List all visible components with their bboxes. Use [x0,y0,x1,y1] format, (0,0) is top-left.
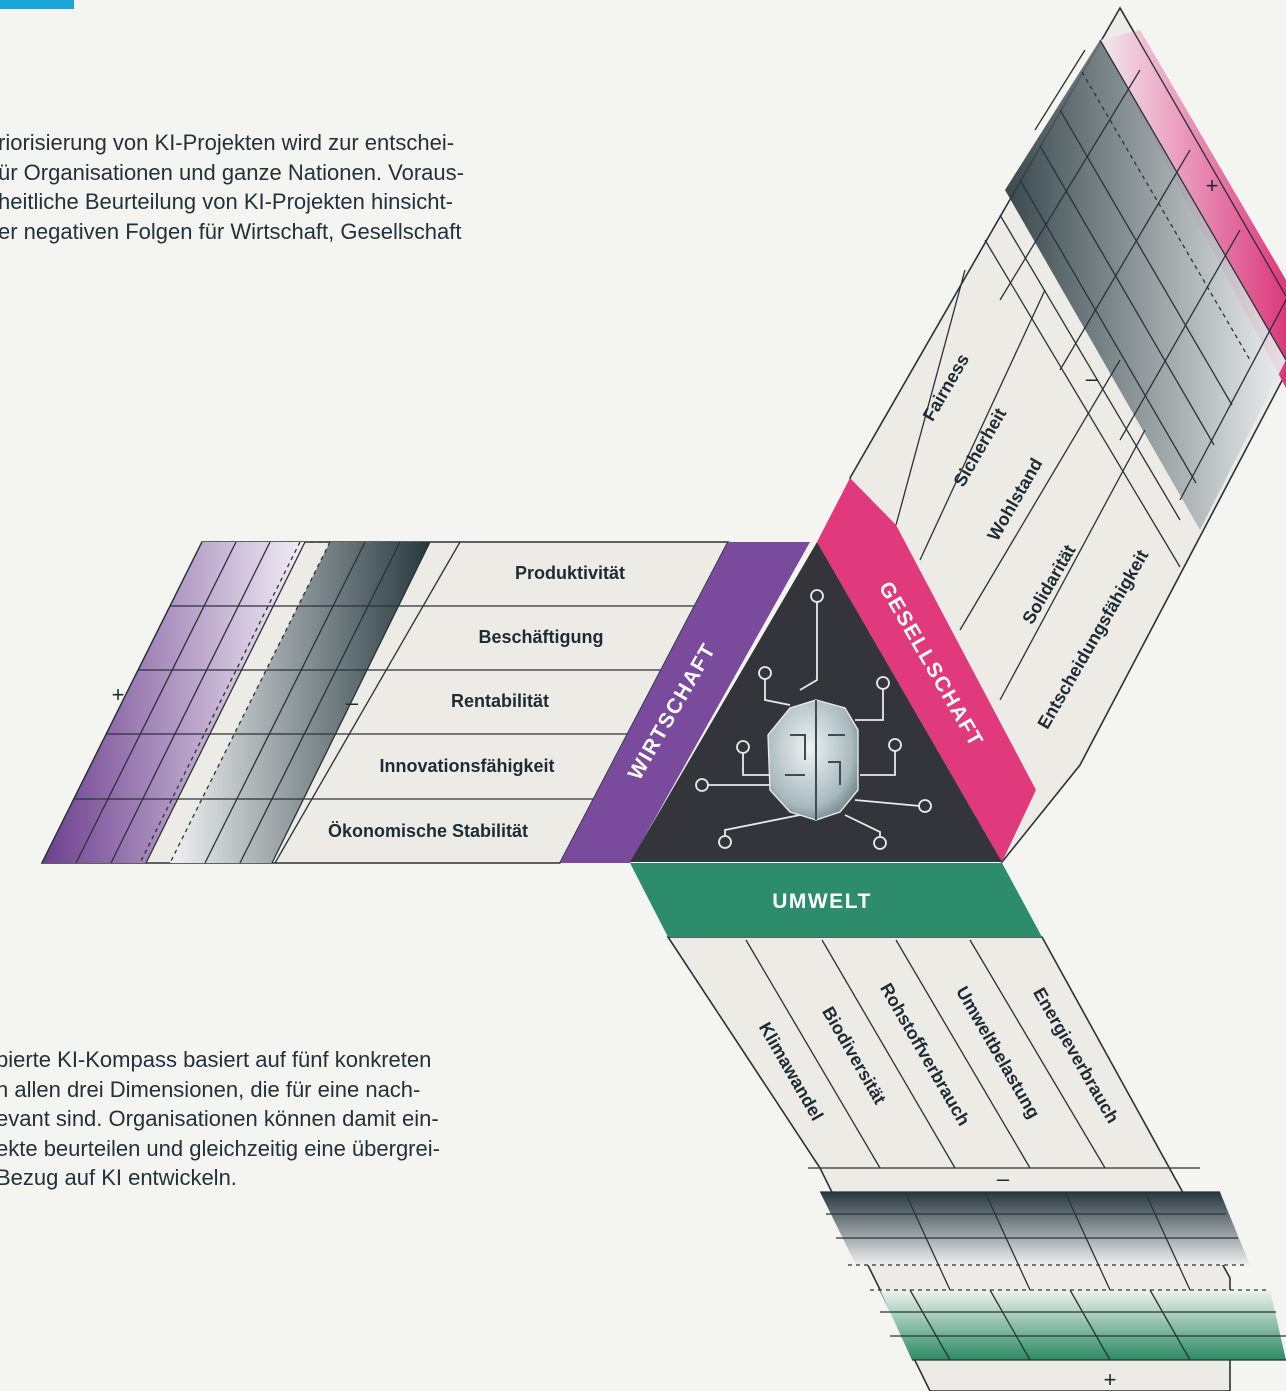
wirtschaft-arm: WIRTSCHAFT + – Produktivität Beschäftigu… [40,541,810,864]
wirtschaft-negative-scale [170,542,430,863]
umwelt-plus-label: + [1104,1367,1117,1391]
umwelt-title: UMWELT [772,890,872,913]
intro-paragraph: riorisierung von KI-Projekten wird zur e… [0,128,578,246]
wirtschaft-plus-label: + [112,682,125,707]
outro-line: Bezug auf KI entwickeln. [0,1165,237,1190]
outro-line: n allen drei Dimensionen, die für eine n… [0,1076,421,1102]
wirtschaft-minus-label: – [346,690,359,715]
umwelt-minus-label: – [997,1166,1010,1191]
criterion-produktivitaet: Produktivität [515,563,625,583]
criterion-innovationsfaehigkeit: Innovationsfähigkeit [379,756,554,776]
intro-line: heitliche Beurteilung von KI-Projekten h… [0,189,453,214]
umwelt-band [630,863,1042,937]
intro-line: ür Organisationen und ganze Nationen. Vo… [0,159,464,185]
gesellschaft-minus-label: – [1086,366,1099,391]
umwelt-positive-scale [880,1290,1286,1360]
accent-bar [0,0,74,9]
umwelt-arm: UMWELT – + Klimawandel Biodiversität Roh… [630,863,1286,1391]
wirtschaft-positive-scale [42,542,305,863]
intro-line: er negativen Folgen für Wirtschaft, Gese… [0,218,462,244]
outro-paragraph: pierte KI-Kompass basiert auf fünf konkr… [0,1045,541,1193]
wirtschaft-band [560,542,810,863]
gesellschaft-plus-label: + [1206,173,1219,198]
brain-shape [767,699,859,821]
outro-line: ekte beurteilen und gleichzeitig eine üb… [0,1135,440,1161]
criterion-rentabilitaet: Rentabilität [451,691,549,711]
gesellschaft-arm: GESELLSCHAFT + – Fairness Sicherheit Woh… [817,6,1286,864]
outro-line: evant sind. Organisationen können damit … [0,1106,439,1131]
outro-line: pierte KI-Kompass basiert auf fünf konkr… [0,1047,432,1072]
gesellschaft-band [817,478,1036,862]
intro-line: riorisierung von KI-Projekten wird zur e… [0,130,455,155]
gesellschaft-negative-scale [1005,40,1286,530]
criterion-oekonomische-stabilitaet: Ökonomische Stabilität [328,821,528,841]
brain-circuit-icon [695,589,932,850]
criterion-beschaeftigung: Beschäftigung [478,627,603,647]
center-triangle [630,542,1002,862]
umwelt-negative-scale [820,1192,1250,1265]
